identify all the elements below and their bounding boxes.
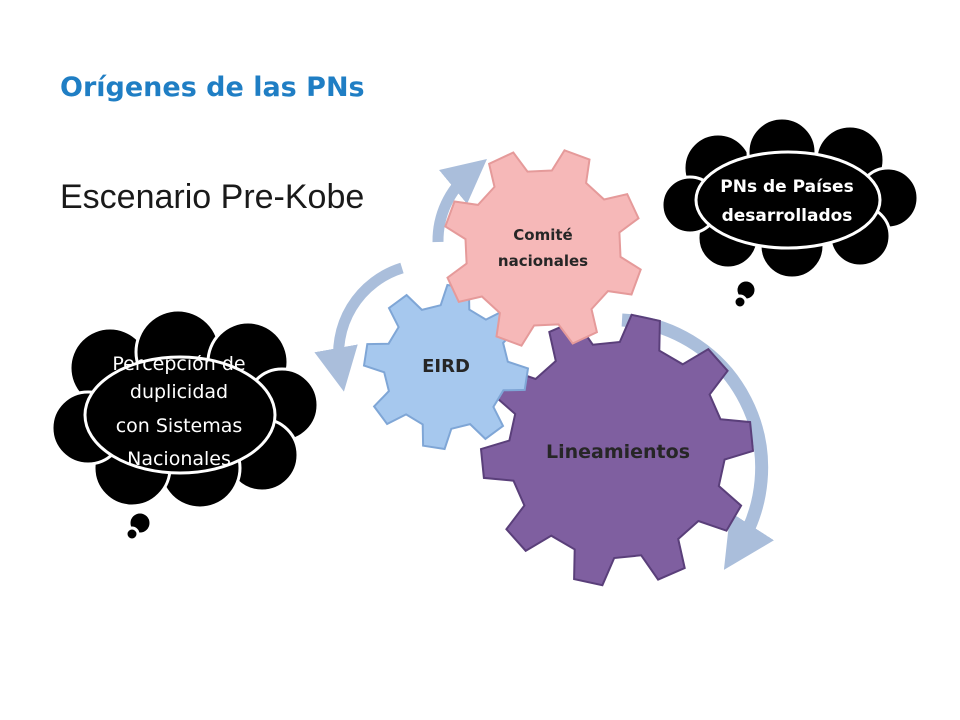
gear-comite-nacionales [444, 149, 642, 347]
slide-subtitle: Escenario Pre-Kobe [60, 178, 365, 216]
gear-lineamientos [479, 313, 755, 587]
cloud-left-line-1: Percepción de [112, 353, 245, 375]
cycle-arrow-medium [432, 158, 487, 243]
thought-cloud-left [50, 308, 320, 542]
gear-label-eird: EIRD [422, 356, 470, 377]
cloud-right-line-1: PNs de Países [720, 177, 853, 197]
thought-cloud-right [660, 116, 920, 310]
gear-label-lineamientos: Lineamientos [546, 441, 690, 463]
cloud-left-line-3: con Sistemas [116, 415, 243, 437]
gear-eird [362, 283, 530, 451]
cloud-right-line-2: desarrollados [722, 206, 853, 226]
gear-label-comite-line-2: nacionales [498, 252, 588, 270]
cloud-left-line-2: duplicidad [130, 381, 228, 403]
cloud-left-line-4: Nacionales [127, 448, 231, 470]
cycle-arrow-large [621, 313, 774, 570]
slide-title: Orígenes de las PNs [60, 72, 365, 103]
gear-label-comite-line-1: Comité [513, 226, 572, 244]
cycle-arrow-small [314, 262, 404, 392]
